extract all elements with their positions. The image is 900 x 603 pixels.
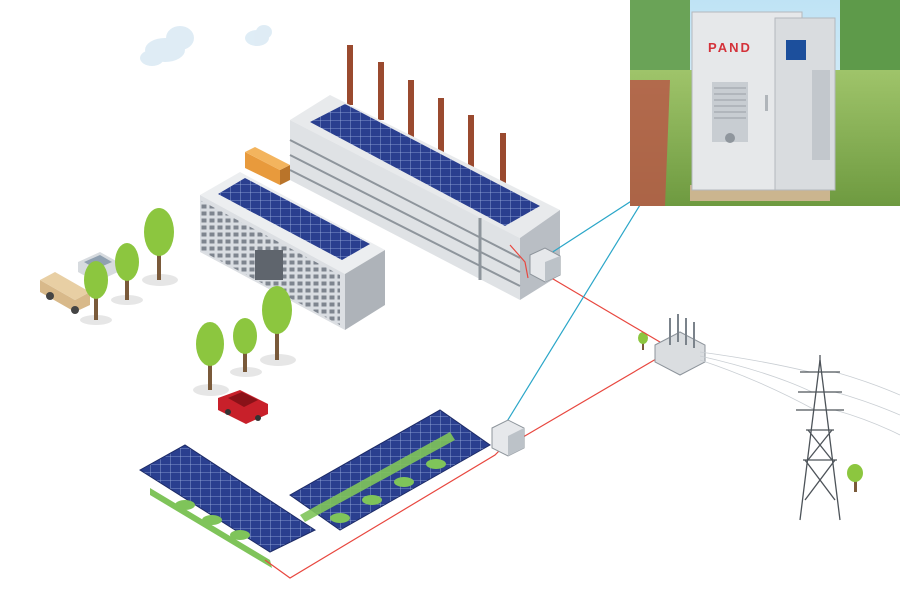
trees bbox=[80, 208, 863, 492]
cloud-icon bbox=[140, 26, 194, 66]
transmission-tower bbox=[796, 355, 844, 521]
office-building bbox=[200, 172, 385, 330]
cloud-icon bbox=[245, 25, 272, 46]
chimneys bbox=[347, 45, 506, 191]
power-lines bbox=[264, 244, 669, 579]
factory bbox=[289, 45, 560, 300]
truck bbox=[245, 147, 290, 185]
pickup-truck bbox=[40, 272, 90, 314]
signal-lines bbox=[505, 197, 641, 424]
red-car bbox=[218, 390, 268, 424]
carport-pcs-box bbox=[491, 419, 525, 457]
solar-carport bbox=[139, 409, 491, 568]
factory-pcs-box bbox=[529, 247, 561, 283]
grid-substation bbox=[654, 314, 706, 376]
storage-cabinet-photo: PAND bbox=[630, 0, 900, 206]
transmission-lines bbox=[699, 351, 900, 436]
brand-logo: PAND bbox=[708, 40, 752, 55]
